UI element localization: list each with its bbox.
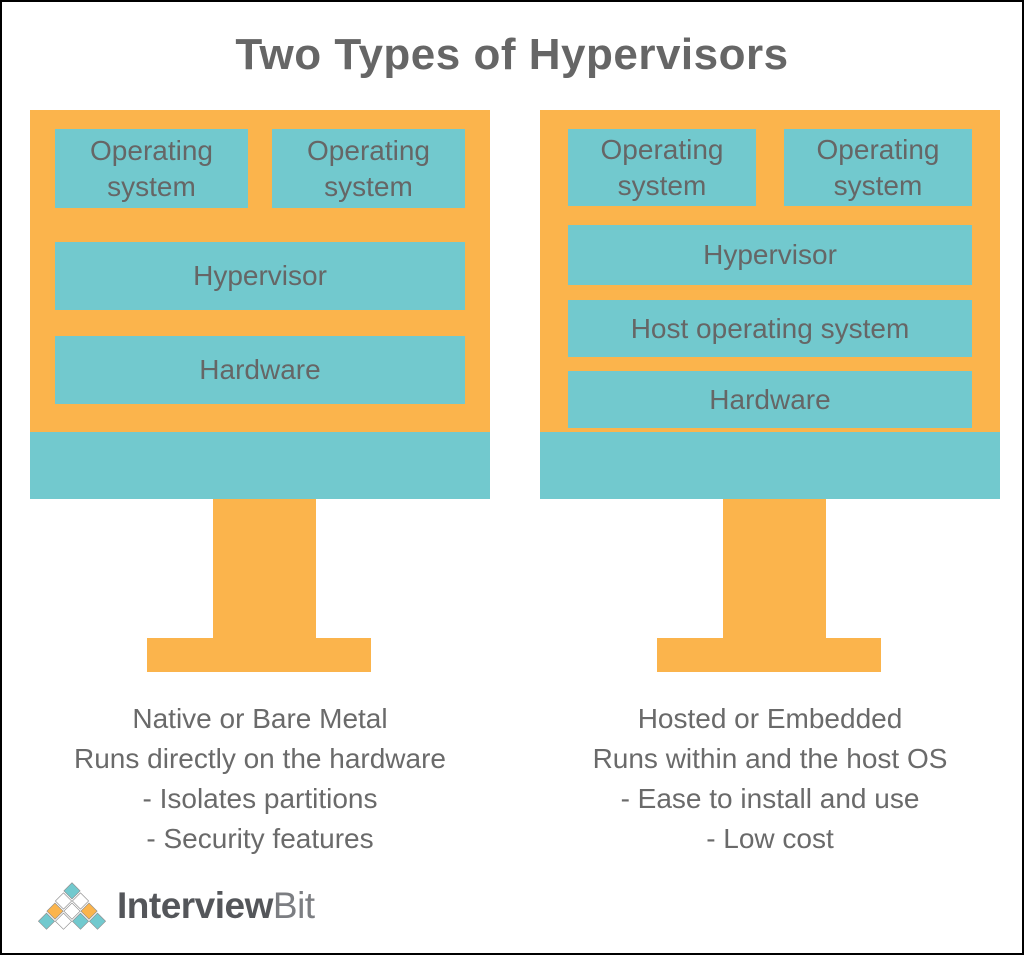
logo-diamond [71,892,90,910]
logo-diamond [54,892,73,910]
type2-monitor-bezel [540,432,1000,499]
logo-diamond [80,902,98,920]
type1-os-box-2: Operating system [272,129,465,208]
interviewbit-logo: InterviewBit [38,882,315,930]
logo-diamond [63,882,81,900]
page-title: Two Types of Hypervisors [235,30,789,79]
type1-hypervisor-box: Hypervisor [55,242,465,310]
logo-diamond [71,912,90,930]
type2-monitor-stand-base [657,638,881,672]
type2-caption-line-3: - Ease to install and use [620,783,920,814]
logo-diamond [38,912,56,930]
type2-caption-line-2: Runs within and the host OS [592,743,948,774]
type2-monitor-screen: Operating system Operating system Hyperv… [540,110,1000,432]
type2-hypervisor-box: Hypervisor [568,225,972,285]
type1-caption-line-4: - Security features [146,823,374,854]
logo-diamond [46,902,64,920]
type2-hardware-box: Hardware [568,371,972,428]
type2-caption-line-4: - Low cost [706,823,834,854]
type1-hardware-box: Hardware [55,336,465,404]
type1-caption: Native or Bare Metal Runs directly on th… [30,699,490,859]
type1-caption-line-1: Native or Bare Metal [132,703,388,734]
type2-host-os-box: Host operating system [568,300,972,357]
type1-os-box-1: Operating system [55,129,248,208]
interviewbit-logo-mark [38,882,106,930]
logo-text-interview: Interview [117,885,273,926]
logo-text-bit: Bit [272,885,315,926]
type2-caption: Hosted or Embedded Runs within and the h… [540,699,1000,859]
type1-monitor-stand-neck [213,499,316,638]
logo-diamond [63,902,81,920]
type2-monitor-stand-neck [723,499,826,638]
type2-monitor-diagram: Operating system Operating system Hyperv… [540,110,1000,672]
logo-diamond [54,912,73,930]
type2-os-box-1: Operating system [568,129,756,206]
type1-monitor-screen: Operating system Operating system Hyperv… [30,110,490,432]
interviewbit-logo-text: InterviewBit [117,885,315,927]
type2-caption-line-1: Hosted or Embedded [637,703,903,734]
type1-monitor-stand-base [147,638,371,672]
type2-os-box-2: Operating system [784,129,972,206]
type1-monitor-diagram: Operating system Operating system Hyperv… [30,110,490,672]
type1-caption-line-3: - Isolates partitions [142,783,378,814]
type1-caption-line-2: Runs directly on the hardware [74,743,446,774]
type1-os-row: Operating system Operating system [55,129,465,208]
type1-monitor-bezel [30,432,490,499]
type2-os-row: Operating system Operating system [568,129,972,206]
logo-diamond [88,912,106,930]
